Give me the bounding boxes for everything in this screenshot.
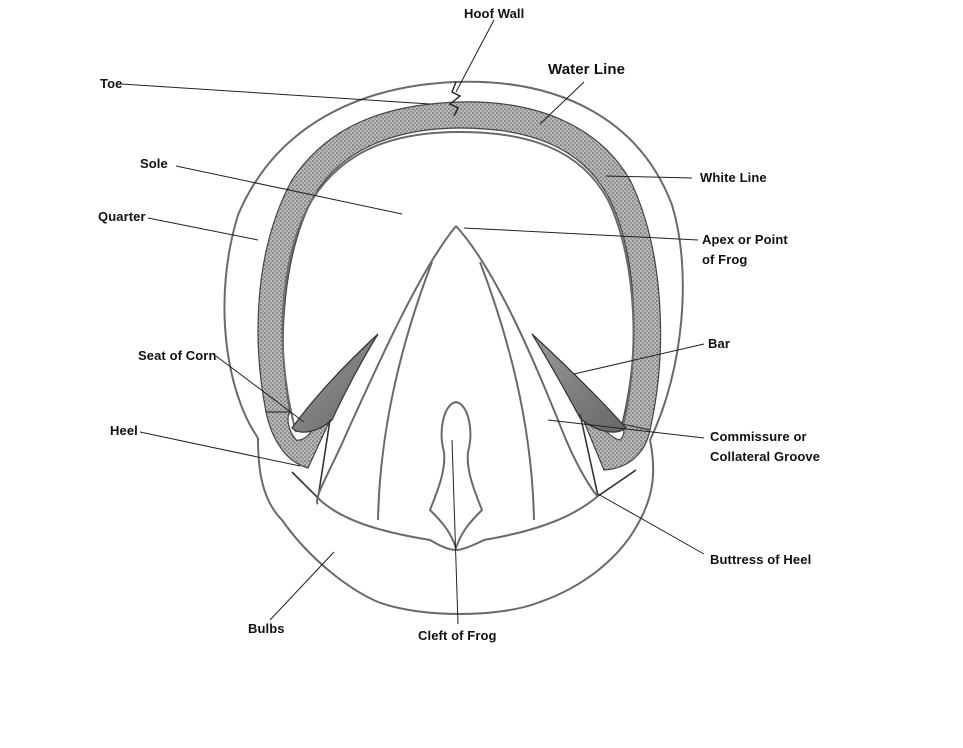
label-buttress-of-heel: Buttress of Heel <box>710 552 812 567</box>
leader-seat-of-corn <box>215 355 305 423</box>
label-apex-line1: Apex or Point <box>702 232 788 247</box>
label-bar: Bar <box>708 336 730 351</box>
label-hoof-wall: Hoof Wall <box>464 6 525 21</box>
label-cleft-of-frog: Cleft of Frog <box>418 628 497 643</box>
hoof-wall-outline <box>223 80 684 441</box>
leader-water-line <box>539 81 585 125</box>
sole-outline <box>281 130 635 433</box>
label-quarter: Quarter <box>98 209 146 224</box>
leader-bar <box>573 343 705 375</box>
label-bulbs: Bulbs <box>248 621 285 636</box>
label-seat-of-corn: Seat of Corn <box>138 348 217 363</box>
toe-crack <box>448 81 462 117</box>
leader-hoof-wall <box>455 19 495 93</box>
label-toe: Toe <box>100 76 123 91</box>
leader-commissure <box>547 419 705 439</box>
leader-toe <box>121 83 431 105</box>
frog-cleft <box>428 400 484 552</box>
label-apex-line2: of Frog <box>702 252 748 267</box>
left-bar <box>291 333 379 433</box>
leader-cleft <box>451 439 459 625</box>
label-heel: Heel <box>110 423 138 438</box>
leader-buttress <box>597 493 705 555</box>
white-line-band <box>257 101 662 431</box>
bulbs-outline <box>257 437 655 615</box>
leader-apex <box>463 227 699 241</box>
frog-inner <box>377 261 535 521</box>
label-white-line: White Line <box>700 170 767 185</box>
label-commissure-line2: Collateral Groove <box>710 449 821 464</box>
leader-bulbs <box>269 551 335 621</box>
leader-white-line <box>605 175 693 179</box>
label-commissure-line1: Commissure or <box>710 429 807 444</box>
leader-sole <box>175 165 403 215</box>
frog-outline <box>315 225 599 505</box>
leader-quarter <box>147 217 259 241</box>
leader-heel <box>139 431 301 467</box>
label-water-line: Water Line <box>548 61 626 78</box>
label-sole: Sole <box>140 156 168 171</box>
right-bar <box>531 333 627 433</box>
